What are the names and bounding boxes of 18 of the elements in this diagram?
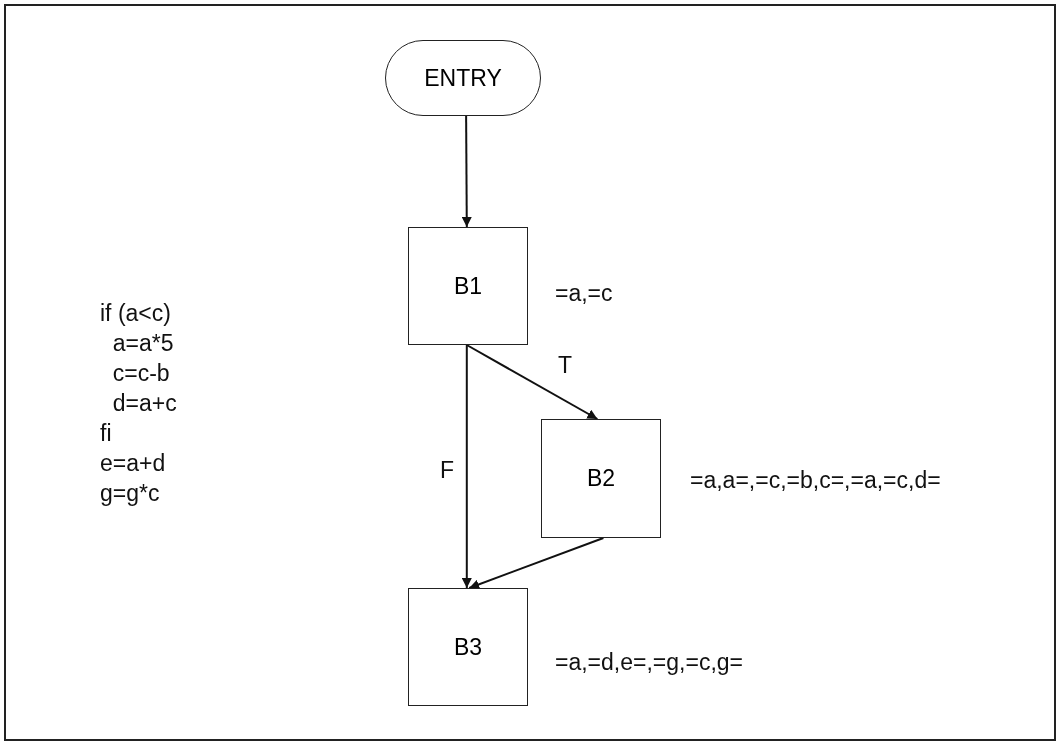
annotation-text: =a,=d,e=,=g,=c,g= (555, 649, 743, 676)
code-line: c=c-b (111, 360, 170, 387)
arrow (461, 115, 472, 228)
arrow (461, 344, 472, 589)
process-box: B3 (408, 588, 528, 706)
code-line: e=a+d (100, 450, 166, 477)
code-line: d=a+c (111, 390, 177, 417)
process-box: B1 (408, 227, 528, 345)
annotation-text: =a,=c (555, 280, 613, 307)
code-line: if (a<c) (100, 300, 171, 327)
arrow (468, 537, 605, 590)
arrow (465, 344, 599, 420)
code-line: g=g*c (100, 480, 160, 507)
code-line: a=a*5 (111, 330, 174, 357)
code-line: fi (100, 420, 112, 447)
annotation-text: =a,a=,=c,=b,c=,=a,=c,d= (690, 467, 941, 494)
process-box: B2 (541, 419, 661, 538)
terminal-node: ENTRY (385, 40, 541, 116)
